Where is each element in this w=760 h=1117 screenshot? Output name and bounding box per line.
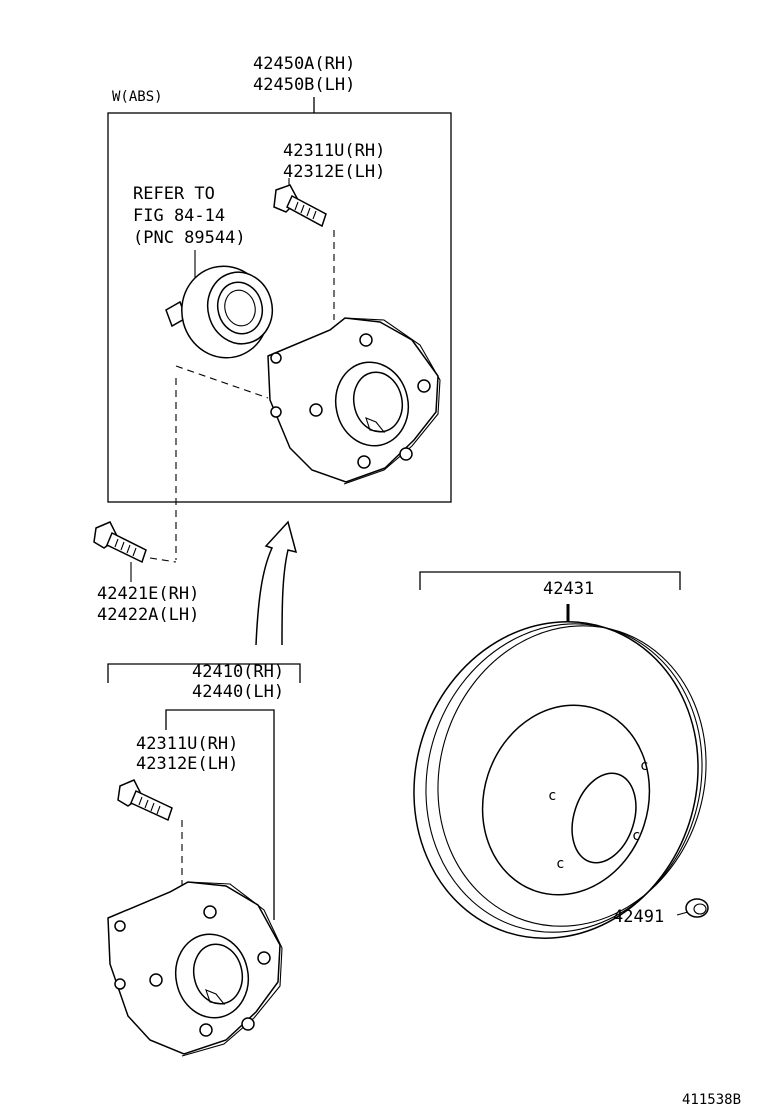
svg-text:c: c [640,758,648,774]
label-42450B-lh: 42450B(LH) [253,75,355,95]
label-42311U-rh-bottom: 42311U(RH) [136,734,238,754]
hub-bolt-bottom-part [117,779,173,822]
disc-bracket [419,571,681,590]
hub-group: 42410(RH) 42440(LH) 42311U(RH) 42312E(LH… [107,662,301,1057]
svg-text:c: c [632,828,640,844]
label-42422A-lh: 42422A(LH) [97,605,199,625]
plug-leader [676,911,689,916]
plug-group: 42491 [613,898,709,927]
refer-note-line1: REFER TO [133,184,215,204]
abs-hub-part [267,317,441,485]
mount-bolt-part [93,521,147,564]
label-42311U-rh-top: 42311U(RH) [283,141,385,161]
hub-bracket [107,663,301,683]
label-42450A-rh: 42450A(RH) [253,54,355,74]
label-42440-lh: 42440(LH) [192,682,284,702]
hub-bolt-top-part [273,184,327,228]
label-42312E-lh-top: 42312E(LH) [283,162,385,182]
hole-plug-part [685,898,709,918]
label-w-abs: W(ABS) [112,89,163,105]
alternative-arrow [255,520,298,646]
hub-bolt-bracket [165,709,275,920]
figure-number: 411538B [682,1092,741,1108]
brake-disc-part: c c c c [413,621,707,939]
label-42421E-rh: 42421E(RH) [97,584,199,604]
abs-hub-group: 42450A(RH) 42450B(LH) W(ABS) 42311U(RH) … [107,54,452,503]
svg-text:c: c [548,788,556,804]
label-42312E-lh-bottom: 42312E(LH) [136,754,238,774]
sensor-guide [175,365,269,399]
label-42410-rh: 42410(RH) [192,662,284,682]
abs-variant-box [107,112,452,503]
disc-group: 42431 c c c c [413,571,707,939]
svg-text:c: c [556,856,564,872]
refer-note-line2: FIG 84-14 [133,206,225,226]
mount-bolt-group: 42421E(RH) 42422A(LH) [93,378,199,625]
hub-part [107,881,283,1057]
label-42491: 42491 [613,907,664,927]
refer-note-line3: (PNC 89544) [133,228,246,248]
abs-sensor-ring-part [165,265,274,359]
label-42431: 42431 [543,579,594,599]
